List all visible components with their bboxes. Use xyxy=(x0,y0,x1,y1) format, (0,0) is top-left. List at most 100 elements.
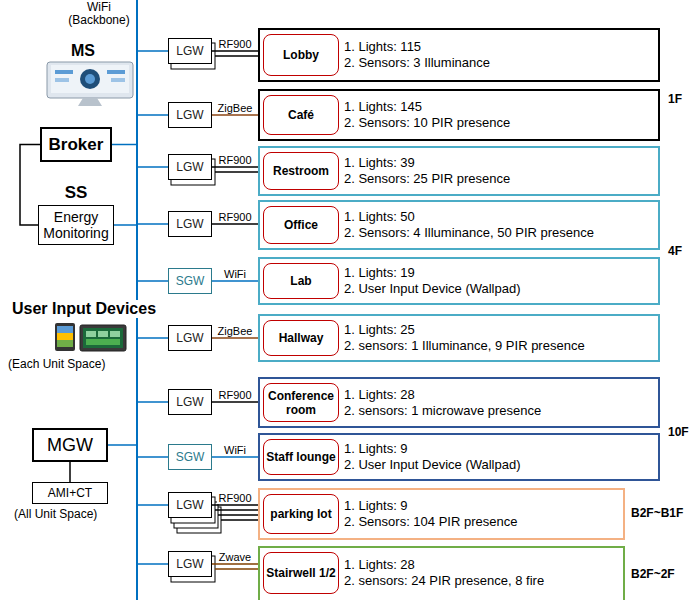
monitor-logo xyxy=(85,74,95,84)
box-label: LGW xyxy=(176,331,203,345)
meter-box: AMI+CT xyxy=(32,482,108,504)
box-text: parking lot xyxy=(270,507,331,521)
note-label: (Each Unit Space) xyxy=(8,357,105,371)
floor-label: B2F~B1F xyxy=(631,506,683,520)
spec-list: 1. Lights: 192. User Input Device (Wallp… xyxy=(344,265,654,297)
box-label: Restroom xyxy=(273,164,329,178)
monitor-widget xyxy=(55,78,69,82)
connector-line xyxy=(212,166,258,168)
space-panel: 1. Lights: 92. User Input Device (Wallpa… xyxy=(258,433,660,481)
tablet-icon xyxy=(55,323,75,351)
spec-list: 1. Lights: 282. sensors: 24 PIR presence… xyxy=(344,557,619,589)
box-label: LGW xyxy=(176,108,203,122)
spec-list: 1. Lights: 92. User Input Device (Wallpa… xyxy=(344,441,654,473)
spec-list: 1. Lights: 1152. Sensors: 3 Illuminance xyxy=(344,39,654,71)
gateway-box: LGW xyxy=(168,389,212,415)
wallpad-button xyxy=(110,331,120,337)
space-name-box: Stairwell 1/2 xyxy=(263,552,339,594)
box-text: AMI+CT xyxy=(48,486,92,500)
floor-label: 10F xyxy=(668,425,689,439)
protocol-label: RF900 xyxy=(217,211,252,223)
broker-box: Broker xyxy=(40,127,112,162)
tablet-screen xyxy=(57,326,73,333)
spec-list: 1. Lights: 92. Sensors: 104 PIR presence xyxy=(344,498,619,530)
gateway-box: LGW xyxy=(168,211,212,237)
protocol-label: WiFi xyxy=(223,268,247,280)
box-label: Lobby xyxy=(283,48,319,62)
space-name-box: Lab xyxy=(263,263,339,299)
box-label: LGW xyxy=(176,395,203,409)
box-text: Restroom xyxy=(273,164,329,178)
box-text: Café xyxy=(288,108,314,122)
box-label: parking lot xyxy=(270,507,331,521)
gateway-box: SGW xyxy=(168,268,212,294)
spec-item: 1. Lights: 50 xyxy=(344,209,654,225)
space-name-box: Conference room xyxy=(263,383,339,422)
protocol-label: RF900 xyxy=(217,492,252,504)
box-label: LGW xyxy=(176,557,203,571)
protocol-label: RF900 xyxy=(217,389,252,401)
box-text: Conference room xyxy=(266,389,336,417)
box-label: LGW xyxy=(176,217,203,231)
box-text: LGW xyxy=(176,44,203,58)
spec-item: 1. Lights: 115 xyxy=(344,39,654,55)
gateway-link xyxy=(215,55,258,57)
protocol-label: Zwave xyxy=(218,551,252,563)
monitor-stand xyxy=(78,98,102,106)
box-text: LGW xyxy=(176,217,203,231)
backbone-stub xyxy=(137,50,168,52)
space-panel: 1. Lights: 92. Sensors: 104 PIR presence… xyxy=(258,488,625,540)
wallpad-button xyxy=(86,339,120,345)
box-text: SGW xyxy=(176,450,205,464)
box-label: Café xyxy=(288,108,314,122)
space-panel: 1. Lights: 282. sensors: 1 microwave pre… xyxy=(258,377,660,428)
protocol-label: ZigBee xyxy=(217,102,254,114)
spec-item: 1. Lights: 25 xyxy=(344,322,654,338)
spec-item: 2. sensors: 24 PIR presence, 8 fire xyxy=(344,573,619,589)
box-text: Office xyxy=(284,218,318,232)
monitor-screen xyxy=(51,65,129,93)
gateway-box: LGW xyxy=(168,154,212,180)
box-text: Energy Monitoring xyxy=(42,209,110,241)
box-label: Hallway xyxy=(279,331,324,345)
box-text: Staff lounge xyxy=(266,450,335,464)
gateway-box: LGW xyxy=(168,102,212,128)
connector-line xyxy=(69,462,71,482)
connector-line xyxy=(212,337,258,339)
system-label: MS xyxy=(71,42,95,60)
box-text: SGW xyxy=(176,274,205,288)
spec-item: 2. User Input Device (Wallpad) xyxy=(344,457,654,473)
box-text: LGW xyxy=(176,160,203,174)
box-label: SGW xyxy=(176,450,205,464)
box-label: LGW xyxy=(176,498,203,512)
tablet-screen xyxy=(57,333,73,340)
backbone-stub xyxy=(112,144,137,146)
box-text: LGW xyxy=(176,108,203,122)
space-panel: 1. Lights: 252. sensors: 1 Illuminance, … xyxy=(258,314,660,362)
wallpad-body xyxy=(80,325,126,351)
box-text: Lab xyxy=(290,274,311,288)
box-heading: SS xyxy=(39,185,113,201)
connector-line xyxy=(212,114,258,116)
space-panel: 1. Lights: 1152. Sensors: 3 Illuminance L… xyxy=(258,28,660,82)
wallpad-button xyxy=(98,331,108,337)
connector-line xyxy=(212,280,258,282)
protocol-label: RF900 xyxy=(217,154,252,166)
connector-line xyxy=(20,145,40,226)
wallpad-icon xyxy=(80,325,126,351)
spec-list: 1. Lights: 502. Sensors: 4 Illuminance, … xyxy=(344,209,654,241)
monitor-frame xyxy=(47,62,133,98)
connector-line xyxy=(212,504,258,506)
box-label: Office xyxy=(284,218,318,232)
monitor-icon xyxy=(47,62,133,106)
spec-item: 1. Lights: 9 xyxy=(344,498,619,514)
floor-label: 1F xyxy=(668,92,682,106)
box-label: MGW xyxy=(47,435,93,456)
box-label: Lab xyxy=(290,274,311,288)
backbone-stub xyxy=(137,456,168,458)
space-name-box: Hallway xyxy=(263,320,339,356)
box-label: Stairwell 1/2 xyxy=(266,566,335,580)
spec-item: 2. Sensors: 10 PIR presence xyxy=(344,115,654,131)
backbone-stub xyxy=(137,114,168,116)
